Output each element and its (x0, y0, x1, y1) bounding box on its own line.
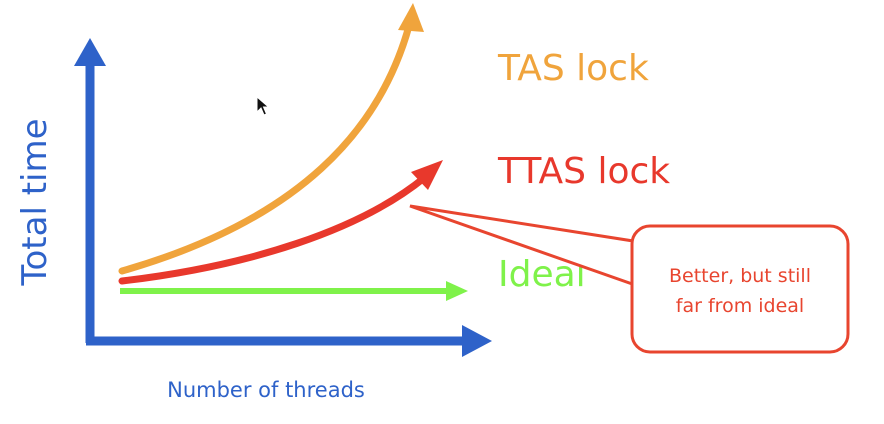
callout: Better, but still far from ideal (409, 204, 850, 354)
ideal-arrowhead (446, 281, 468, 301)
callout-box (630, 224, 850, 354)
tas-arrowhead (398, 3, 424, 32)
callout-pointer (409, 204, 647, 288)
ttas-series (118, 160, 443, 285)
x-axis (86, 325, 492, 357)
tas-curve (118, 22, 413, 275)
mouse-pointer-icon (256, 95, 270, 116)
y-axis-title: Total time (15, 118, 55, 286)
ttas-curve (118, 174, 428, 285)
y-axis (74, 38, 106, 343)
ttas-arrowhead (411, 160, 443, 190)
y-axis-arrowhead (74, 38, 106, 66)
ttas-label: TTAS lock (497, 151, 670, 192)
callout-line-2: far from ideal (676, 295, 804, 317)
callout-line-1: Better, but still (669, 265, 811, 287)
tas-series (118, 3, 424, 275)
x-axis-arrowhead (462, 325, 492, 357)
tas-label: TAS lock (497, 48, 649, 89)
x-axis-title: Number of threads (167, 378, 365, 402)
ideal-series (120, 281, 468, 301)
